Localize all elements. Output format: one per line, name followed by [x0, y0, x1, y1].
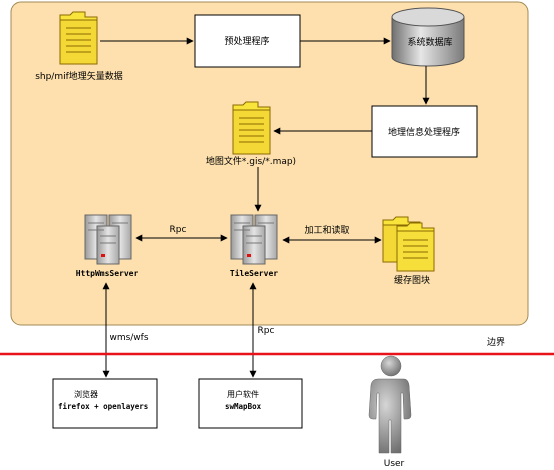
map-file-label: 地图文件*.gis/*.map) — [206, 155, 296, 167]
user-software-box — [198, 378, 303, 429]
system-db-label: 系统数据库 — [407, 36, 452, 48]
http-wms-server-icon — [84, 214, 132, 265]
browser-box — [52, 378, 158, 429]
tile-server-label: TileServer — [230, 268, 278, 278]
boundary-label: 边界 — [487, 337, 505, 348]
map-file-folder-icon — [232, 101, 271, 155]
preprocess-box — [194, 14, 301, 68]
browser-name: 浏览器 — [74, 389, 98, 399]
user-software-name: 用户软件 — [227, 389, 259, 399]
system-database-icon — [391, 7, 465, 67]
tile-server-icon — [230, 214, 278, 265]
rpc-bottom-label: Rpc — [258, 326, 275, 336]
vector-data-folder-icon — [59, 11, 98, 65]
geo-processor-box — [371, 105, 478, 158]
process-read-label: 加工和读取 — [304, 224, 349, 236]
user-label: User — [384, 459, 405, 469]
user-software-detail: swMapBox — [225, 402, 262, 411]
http-server-label: HttpWmsServer — [76, 269, 139, 278]
geo-processor-label: 地理信息处理程序 — [388, 126, 460, 138]
browser-detail: firefox + openlayers — [58, 402, 148, 411]
preprocess-label: 预处理程序 — [224, 35, 269, 47]
cache-tiles-folder-icon — [382, 216, 435, 272]
rpc-top-label: Rpc — [170, 225, 187, 235]
user-person-icon — [368, 355, 412, 454]
vector-data-label: shp/mif地理矢量数据 — [35, 70, 123, 82]
cache-tiles-label: 缓存图块 — [394, 274, 430, 286]
wms-wfs-label: wms/wfs — [109, 333, 148, 343]
